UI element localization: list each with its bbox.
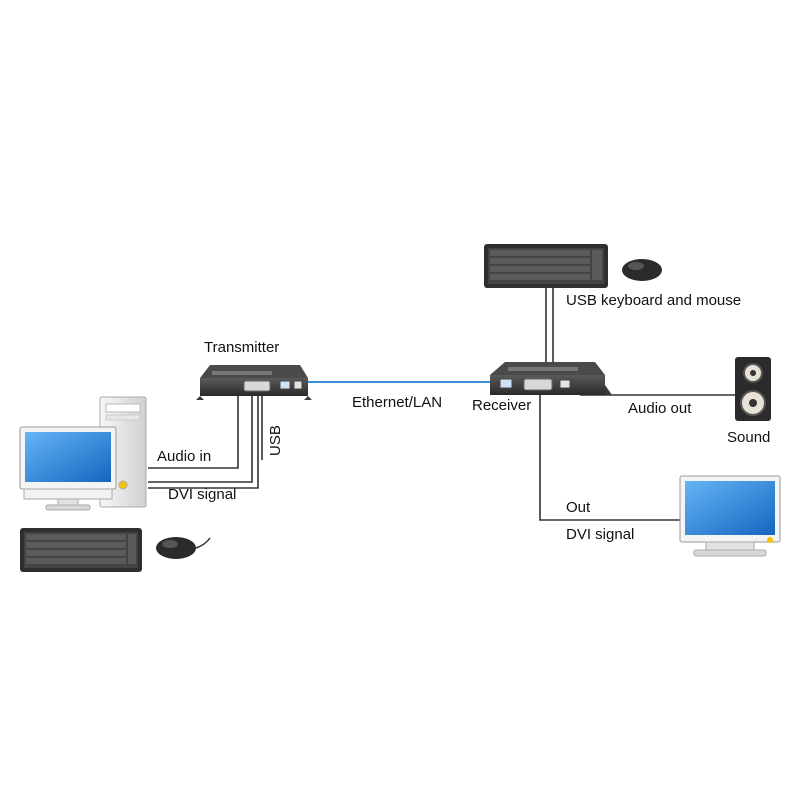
- speaker-icon: [735, 357, 771, 421]
- dvi-signal-out-label: DVI signal: [566, 526, 635, 543]
- computer-icon: [19, 396, 147, 511]
- audio-in-cable: [148, 390, 239, 469]
- sound-label: Sound: [727, 429, 771, 446]
- extender-icon: [490, 362, 612, 395]
- keyboard-icon: [20, 528, 142, 572]
- audio-out-label: Audio out: [628, 400, 692, 417]
- receiver-label: Receiver: [472, 397, 532, 414]
- dvi-in-cable-2: [148, 392, 259, 489]
- ethernet-label: Ethernet/LAN: [352, 394, 443, 411]
- keyboard-icon: [484, 244, 608, 288]
- monitor-icon: [679, 475, 781, 557]
- dvi-signal-in-label: DVI signal: [168, 486, 237, 503]
- audio-in-label: Audio in: [157, 448, 212, 465]
- mouse-icon: [156, 537, 211, 559]
- mouse-icon: [622, 259, 662, 281]
- out-label: Out: [566, 499, 591, 516]
- usb-label: USB: [267, 425, 284, 456]
- usb-keyboard-mouse-label: USB keyboard and mouse: [566, 292, 742, 309]
- extender-icon: [196, 365, 312, 400]
- dvi-out-cable: [539, 392, 680, 521]
- transmitter-label: Transmitter: [204, 339, 280, 356]
- dvi-in-cable: [148, 392, 253, 483]
